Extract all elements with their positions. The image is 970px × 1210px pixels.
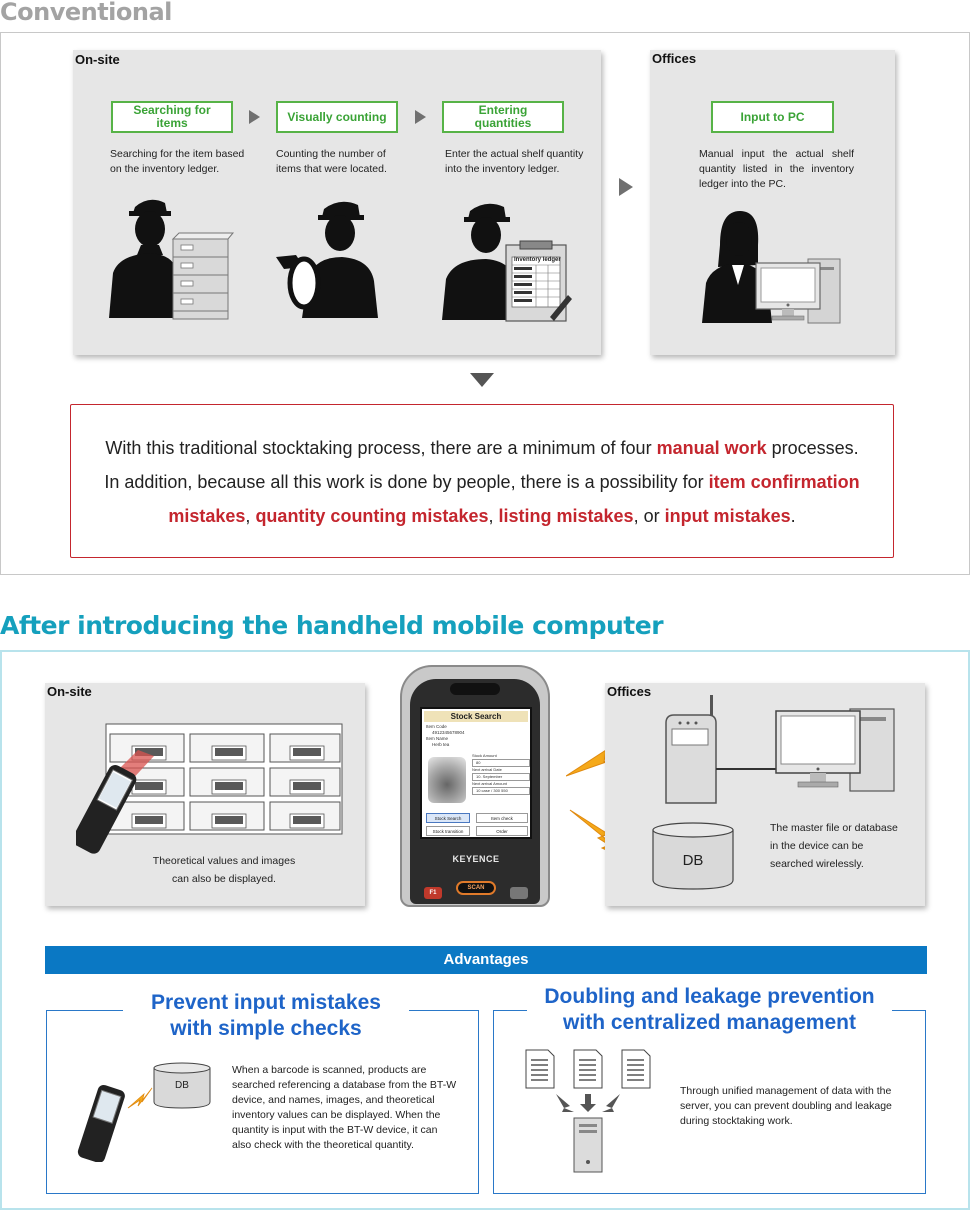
- offices-desc: The master file or database in the devic…: [770, 822, 898, 870]
- centralized-server-icon: [525, 1049, 651, 1173]
- summary-text: With this traditional stocktaking proces…: [104, 438, 860, 526]
- device-brand: KEYENCE: [452, 854, 500, 864]
- advantages-bar: Advantages: [45, 946, 927, 974]
- ledger-title: Inventory ledger: [514, 257, 561, 263]
- worker-with-magnifier-icon: [276, 201, 378, 318]
- worker-with-ledger-icon: [442, 203, 572, 322]
- step-desc-counting: Counting the number of items that were l…: [276, 148, 387, 175]
- highlight-input: input mistakes: [664, 506, 791, 526]
- after-frame: [0, 650, 970, 1210]
- screen-next-arrival: 10. September: [472, 773, 530, 781]
- screen-btn-item-check[interactable]: Item check: [476, 813, 528, 823]
- network-pc-icon: [665, 695, 895, 804]
- advantage-1-desc: When a barcode is scanned, products are …: [232, 1064, 457, 1151]
- highlight-quantity-counting: quantity counting mistakes: [255, 506, 489, 526]
- device-f1-key[interactable]: F1: [424, 887, 442, 899]
- step-arrow-icon: [415, 110, 426, 124]
- step-desc-searching: Searching for the item based on the inve…: [110, 148, 245, 175]
- offices-label: Offices: [652, 51, 697, 66]
- screen-btn-stock-transition[interactable]: Stock transition: [426, 826, 470, 836]
- highlight-listing: listing mistakes: [498, 506, 634, 526]
- step-input-to-pc: Input to PC: [711, 101, 834, 133]
- step-visually-counting: Visually counting: [276, 101, 398, 133]
- screen-item-name: Herb tea: [432, 742, 450, 747]
- handheld-device: Stock Search Item Code 4912345678904 Ite…: [400, 665, 550, 907]
- highlight-manual-work: manual work: [656, 438, 767, 458]
- device-screen: Stock Search Item Code 4912345678904 Ite…: [420, 707, 532, 839]
- screen-stock-amount: 80: [472, 759, 530, 767]
- flow-down-arrow-icon: [470, 373, 494, 387]
- highlight-item-confirmation: item confirmation mistakes: [168, 472, 860, 526]
- adv1-db-label: DB: [175, 1080, 189, 1091]
- screen-title: Stock Search: [424, 711, 528, 722]
- handheld-db-check-icon: [77, 1062, 211, 1162]
- screen-next-amount: 10 case / 300 550: [472, 787, 530, 795]
- after-onsite-label: On-site: [47, 684, 92, 699]
- product-image: [428, 757, 466, 803]
- shelf-barcode-scan-icon: [76, 723, 343, 854]
- flow-arrow-icon: [619, 178, 633, 196]
- step-searching-items: Searching for items: [111, 101, 233, 133]
- conventional-heading: Conventional: [0, 0, 172, 26]
- device-scan-key[interactable]: SCAN: [456, 881, 496, 895]
- advantage-2-desc: Through unified management of data with …: [680, 1085, 892, 1127]
- onsite-label: On-site: [75, 52, 120, 67]
- summary-box: With this traditional stocktaking proces…: [70, 404, 894, 558]
- database-label: DB: [682, 852, 704, 869]
- database-icon: [652, 822, 734, 890]
- step-desc-input-pc: Manual input the actual shelf quantity l…: [699, 148, 854, 190]
- after-offices-label: Offices: [607, 684, 652, 699]
- office-worker-pc-icon: [702, 211, 841, 324]
- step-entering-quantities: Entering quantities: [442, 101, 564, 133]
- device-side-key[interactable]: [510, 887, 528, 899]
- screen-btn-order[interactable]: Order: [476, 826, 528, 836]
- screen-btn-stock-search[interactable]: Stock Search: [426, 813, 470, 823]
- worker-with-boxes-icon: [109, 199, 235, 320]
- screen-item-code: 4912345678904: [432, 730, 465, 735]
- after-heading: After introducing the handheld mobile co…: [0, 611, 664, 640]
- step-arrow-icon: [249, 110, 260, 124]
- step-desc-entering: Enter the actual shelf quantity into the…: [445, 148, 584, 175]
